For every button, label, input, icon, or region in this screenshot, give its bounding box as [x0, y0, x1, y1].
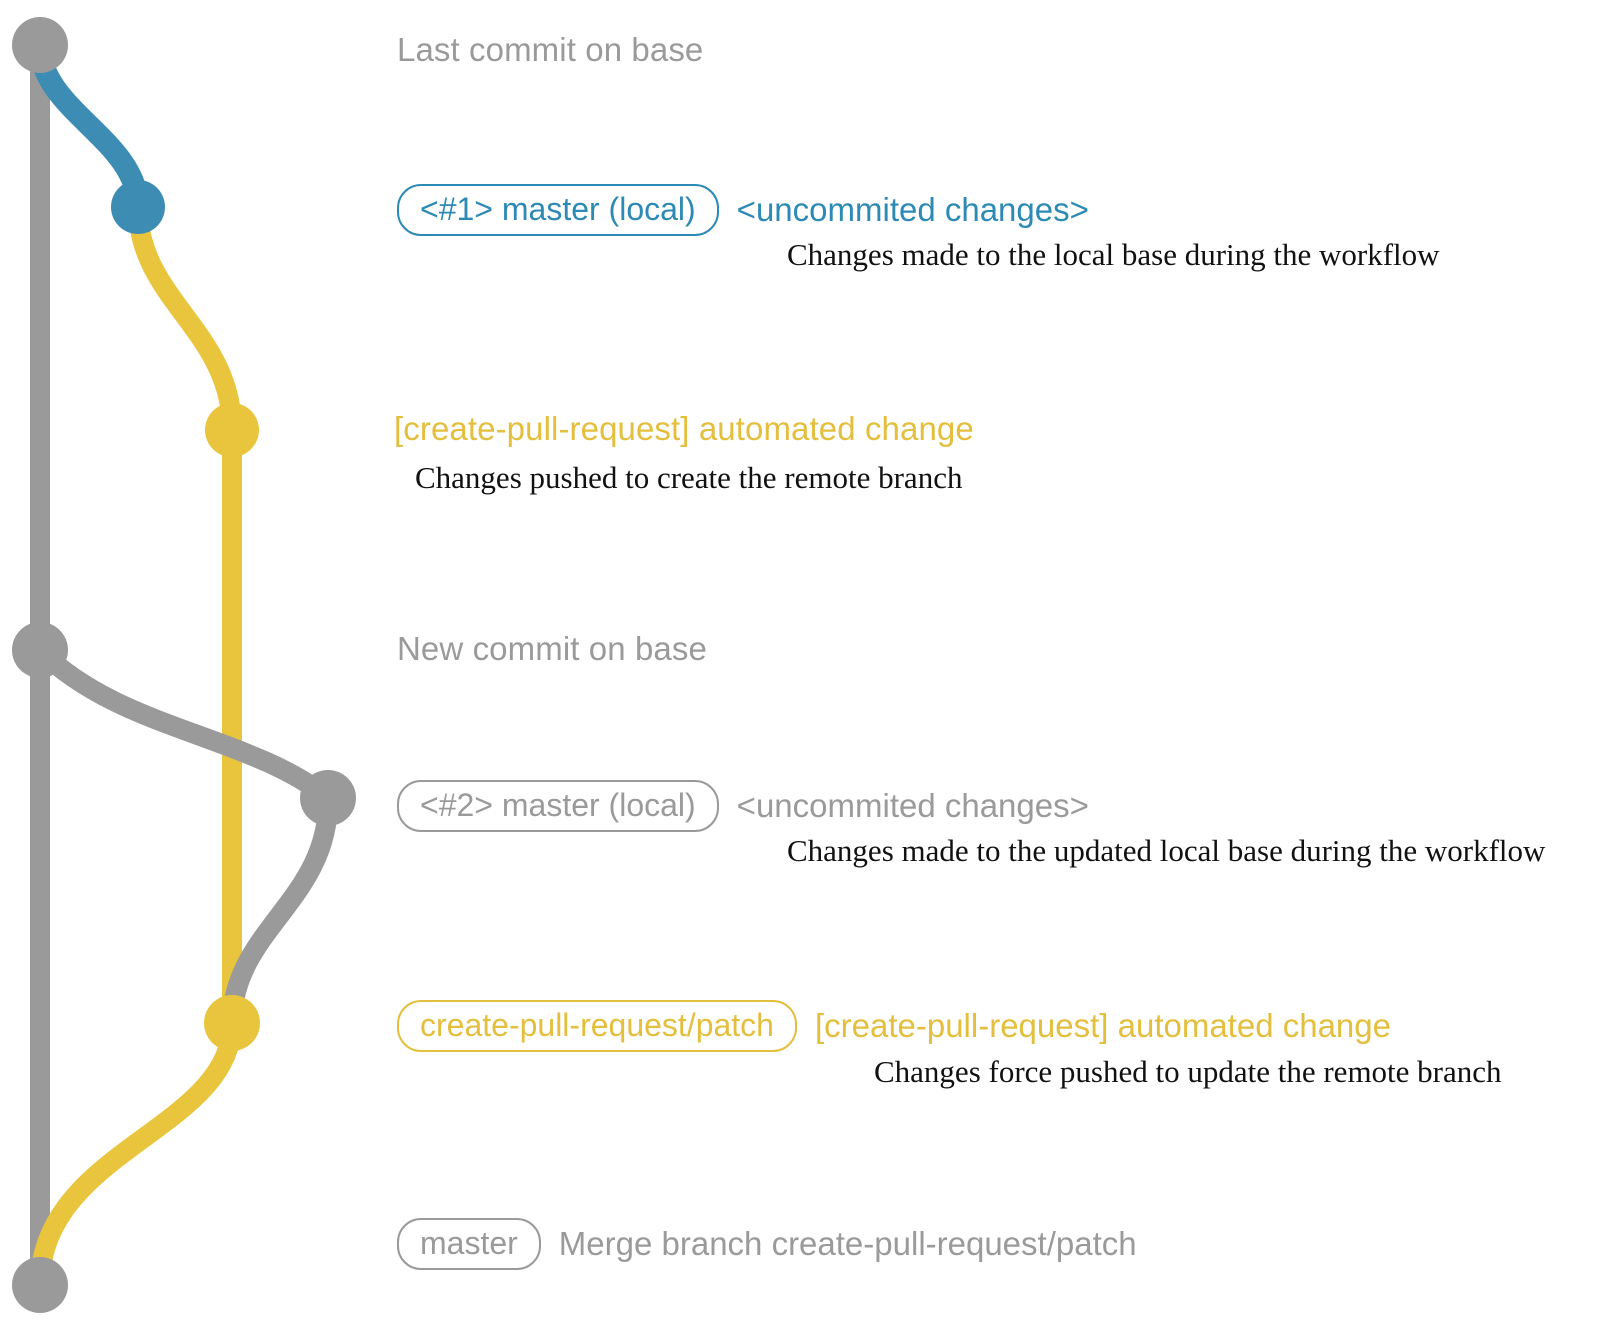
description-automated-change-1: Changes pushed to create the remote bran…: [415, 460, 963, 495]
badge-local-master-1-label: <#1> master (local): [420, 191, 696, 227]
commit-message-local-master-1: <uncommited changes>: [736, 190, 1089, 228]
patch-merge-connector: [30, 1013, 242, 1295]
commit-message-automated-change-1: [create-pull-request] automated change: [394, 410, 974, 447]
row-new-commit-on-base: New commit on base: [397, 630, 707, 667]
badge-master-label: master: [420, 1225, 518, 1261]
commit-message-local-master-2: <uncommited changes>: [736, 786, 1089, 824]
row-patch-branch: create-pull-request/patch [create-pull-r…: [397, 1000, 1391, 1052]
description-local-master-2: Changes made to the updated local base d…: [787, 833, 1546, 868]
local-branch-line-1: [29, 34, 149, 218]
row-local-master-1: <#1> master (local) <uncommited changes>: [397, 184, 1089, 236]
badge-local-master-1[interactable]: <#1> master (local): [397, 184, 719, 236]
commit-message-last-commit-on-base: Last commit on base: [397, 31, 704, 68]
patch-commit-2-node[interactable]: [204, 995, 260, 1051]
commit-message-new-commit-on-base: New commit on base: [397, 630, 707, 667]
local-branch-line-2: [30, 640, 338, 808]
badge-local-master-2-label: <#2> master (local): [420, 787, 696, 823]
master-merge-node[interactable]: [12, 1257, 68, 1313]
local-master-2-node[interactable]: [300, 770, 356, 826]
row-last-commit-on-base: Last commit on base: [397, 31, 704, 68]
commit-message-patch-branch: [create-pull-request] automated change: [814, 1006, 1391, 1044]
patch-branch-connector-1: [128, 197, 242, 440]
badge-patch-branch-label: create-pull-request/patch: [420, 1007, 774, 1043]
description-local-master-1: Changes made to the local base during th…: [787, 237, 1440, 272]
local-master-1-node[interactable]: [111, 180, 165, 234]
row-automated-change-1: [create-pull-request] automated change: [394, 410, 974, 447]
base-commit-top-node[interactable]: [12, 17, 68, 73]
local-to-patch-connector: [222, 788, 339, 1033]
description-patch-branch: Changes force pushed to update the remot…: [874, 1054, 1502, 1089]
badge-patch-branch[interactable]: create-pull-request/patch: [397, 1000, 797, 1052]
commit-message-master-merge: Merge branch create-pull-request/patch: [558, 1224, 1137, 1262]
row-local-master-2: <#2> master (local) <uncommited changes>: [397, 780, 1089, 832]
badge-master[interactable]: master: [397, 1218, 541, 1270]
row-master-merge: master Merge branch create-pull-request/…: [397, 1218, 1137, 1270]
base-commit-new-node[interactable]: [12, 622, 68, 678]
patch-commit-1-node[interactable]: [205, 403, 259, 457]
badge-local-master-2[interactable]: <#2> master (local): [397, 780, 719, 832]
